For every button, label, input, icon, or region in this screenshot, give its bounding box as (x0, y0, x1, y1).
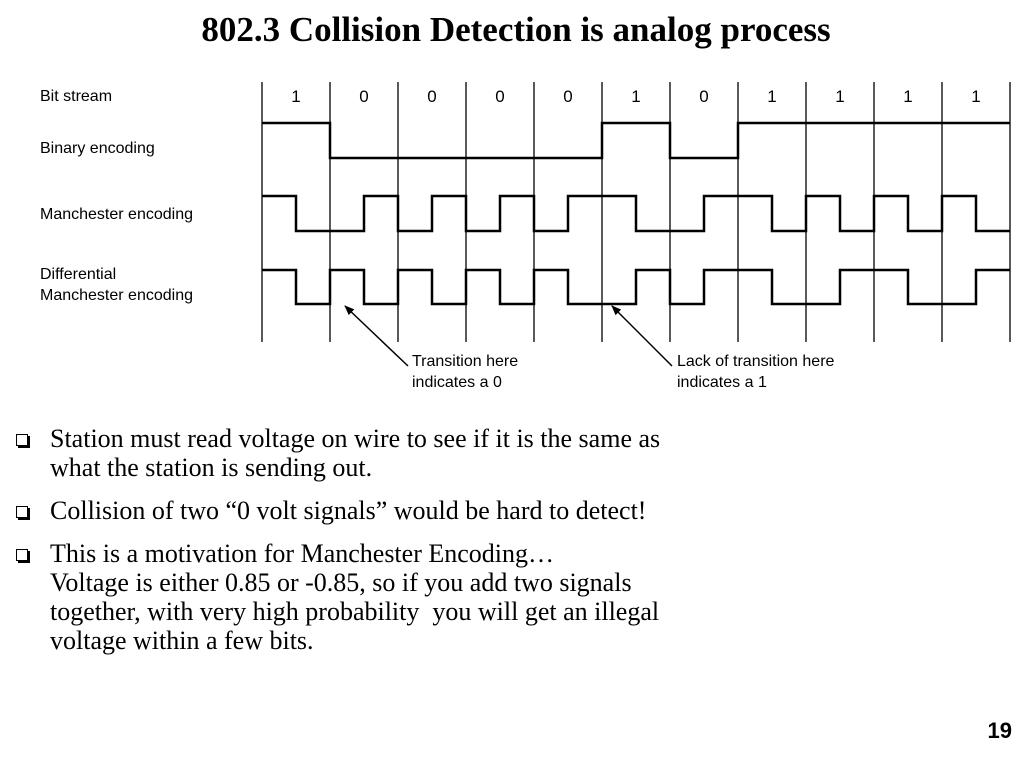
bit-value-label: 1 (971, 87, 980, 106)
page-number: 19 (987, 718, 1012, 743)
manchester-encoding-waveform (262, 194, 1010, 233)
bit-value-label: 1 (903, 87, 912, 106)
transition-arrow (344, 305, 409, 367)
bit-value-label: 0 (699, 87, 708, 106)
bullet-text-line: Voltage is either 0.85 or -0.85, so if y… (50, 568, 632, 597)
row-label-differential: Differential (40, 266, 116, 283)
row-label-binary-encoding: Binary encoding (40, 140, 155, 157)
encoding-diagram: Bit stream Binary encoding Manchester en… (40, 82, 1011, 391)
lack-of-transition-arrow (611, 305, 673, 367)
bit-stream-values: 1 0 0 0 0 1 0 1 1 1 1 (291, 87, 980, 106)
bullet-text-line: voltage within a few bits. (50, 626, 314, 655)
bullet-text-line: This is a motivation for Manchester Enco… (50, 539, 555, 568)
differential-manchester-waveform (262, 268, 1010, 306)
bit-value-label: 0 (427, 87, 436, 106)
bit-value-label: 1 (291, 87, 300, 106)
bullet-item: This is a motivation for Manchester Enco… (14, 539, 894, 655)
bit-value-label: 1 (767, 87, 776, 106)
square-bullet-icon (16, 549, 28, 561)
bit-value-label: 1 (835, 87, 844, 106)
transition-note-line1: Transition here (412, 353, 518, 370)
slide-title: 802.3 Collision Detection is analog proc… (201, 10, 831, 49)
lack-note-line2: indicates a 1 (677, 374, 767, 391)
transition-note-line2: indicates a 0 (412, 374, 502, 391)
lack-note-line1: Lack of transition here (677, 353, 835, 370)
bullet-item: Collision of two “0 volt signals” would … (14, 496, 894, 525)
bullet-text-line: Collision of two “0 volt signals” would … (50, 496, 647, 525)
bullet-item: Station must read voltage on wire to see… (14, 424, 894, 482)
row-label-manchester-encoding: Manchester encoding (40, 206, 193, 223)
bit-value-label: 1 (631, 87, 640, 106)
row-label-bit-stream: Bit stream (40, 88, 112, 105)
bit-value-label: 0 (563, 87, 572, 106)
bullet-text-line: Station must read voltage on wire to see… (50, 424, 661, 453)
bullet-list: Station must read voltage on wire to see… (14, 424, 894, 669)
square-bullet-icon (16, 434, 28, 446)
bit-value-label: 0 (359, 87, 368, 106)
row-label-differential-manchester: Manchester encoding (40, 287, 193, 304)
bullet-text-line: together, with very high probability you… (50, 597, 660, 626)
binary-encoding-waveform (262, 121, 1010, 160)
bullet-text-line: what the station is sending out. (50, 453, 373, 482)
bit-value-label: 0 (495, 87, 504, 106)
square-bullet-icon (16, 506, 28, 518)
